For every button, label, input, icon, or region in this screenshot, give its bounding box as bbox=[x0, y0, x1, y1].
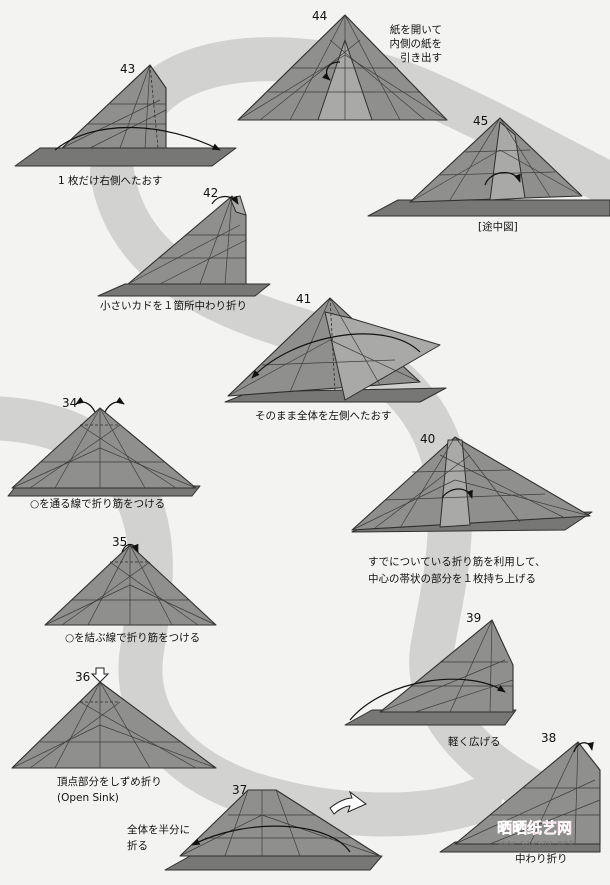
step-34-left-arrow bbox=[76, 402, 95, 412]
step-43-base-strip bbox=[15, 148, 236, 166]
step-37-number: 37 bbox=[232, 783, 247, 797]
step-40: 40 すでについている折り筋を利用して、 中心の帯状の部分を１枚持ち上げる bbox=[352, 432, 592, 585]
step-36-number: 36 bbox=[75, 670, 90, 684]
step-43-caption: 1 枚だけ右側へたおす bbox=[58, 174, 163, 187]
step-41-caption: そのまま全体を左側へたおす bbox=[255, 409, 392, 422]
step-34-number: 34 bbox=[62, 396, 77, 410]
step-37-caption-line-1: 全体を半分に bbox=[127, 823, 190, 836]
step-44-caption-line-1: 紙を開いて bbox=[390, 23, 442, 36]
step-38-number: 38 bbox=[541, 731, 556, 745]
step-35-number: 35 bbox=[112, 535, 127, 549]
step-42-base-strip bbox=[98, 284, 270, 296]
step-45-number: 45 bbox=[473, 114, 488, 128]
step-43-number: 43 bbox=[120, 62, 135, 76]
watermark: 晒晒纸艺网 www.saysay.net bbox=[497, 819, 574, 849]
step-43-model bbox=[62, 65, 166, 148]
step-42-number: 42 bbox=[203, 186, 218, 200]
step-36-model bbox=[12, 682, 216, 768]
step-37-caption-line-2: 折る bbox=[127, 839, 148, 852]
step-44-number: 44 bbox=[312, 9, 327, 23]
watermark-url: www.saysay.net bbox=[498, 839, 574, 849]
step-44-caption-line-3: 引き出す bbox=[400, 51, 442, 64]
step-35-caption: ○を結ぶ線で折り筋をつける bbox=[65, 631, 200, 644]
step-40-caption-line-1: すでについている折り筋を利用して、 bbox=[368, 555, 545, 568]
step-36-push-arrow bbox=[92, 668, 108, 682]
step-44-caption-line-2: 内側の紙を bbox=[390, 37, 443, 50]
step-36-caption-line-1: 頂点部分をしずめ折り bbox=[57, 775, 162, 788]
watermark-logo: 晒晒纸艺网 bbox=[497, 819, 572, 837]
step-36-caption-line-2: (Open Sink) bbox=[57, 792, 119, 804]
step-40-number: 40 bbox=[420, 432, 435, 446]
step-45-base-strip bbox=[368, 200, 610, 216]
step-37-base-strip bbox=[165, 856, 382, 870]
step-41-number: 41 bbox=[296, 292, 311, 306]
step-39-caption: 軽く広げる bbox=[448, 735, 501, 748]
step-34-right-arrow bbox=[105, 402, 124, 412]
step-40-model bbox=[352, 437, 590, 530]
step-40-caption-line-2: 中心の帯状の部分を１枚持ち上げる bbox=[368, 572, 536, 585]
step-45-caption: [途中図] bbox=[478, 220, 518, 233]
step-34-caption: ○を通る線で折り筋をつける bbox=[30, 497, 165, 510]
step-38-caption: 中わり折り bbox=[515, 852, 568, 865]
step-39-number: 39 bbox=[466, 611, 481, 625]
step-42-caption: 小さいカドを１箇所中わり折り bbox=[100, 299, 247, 312]
